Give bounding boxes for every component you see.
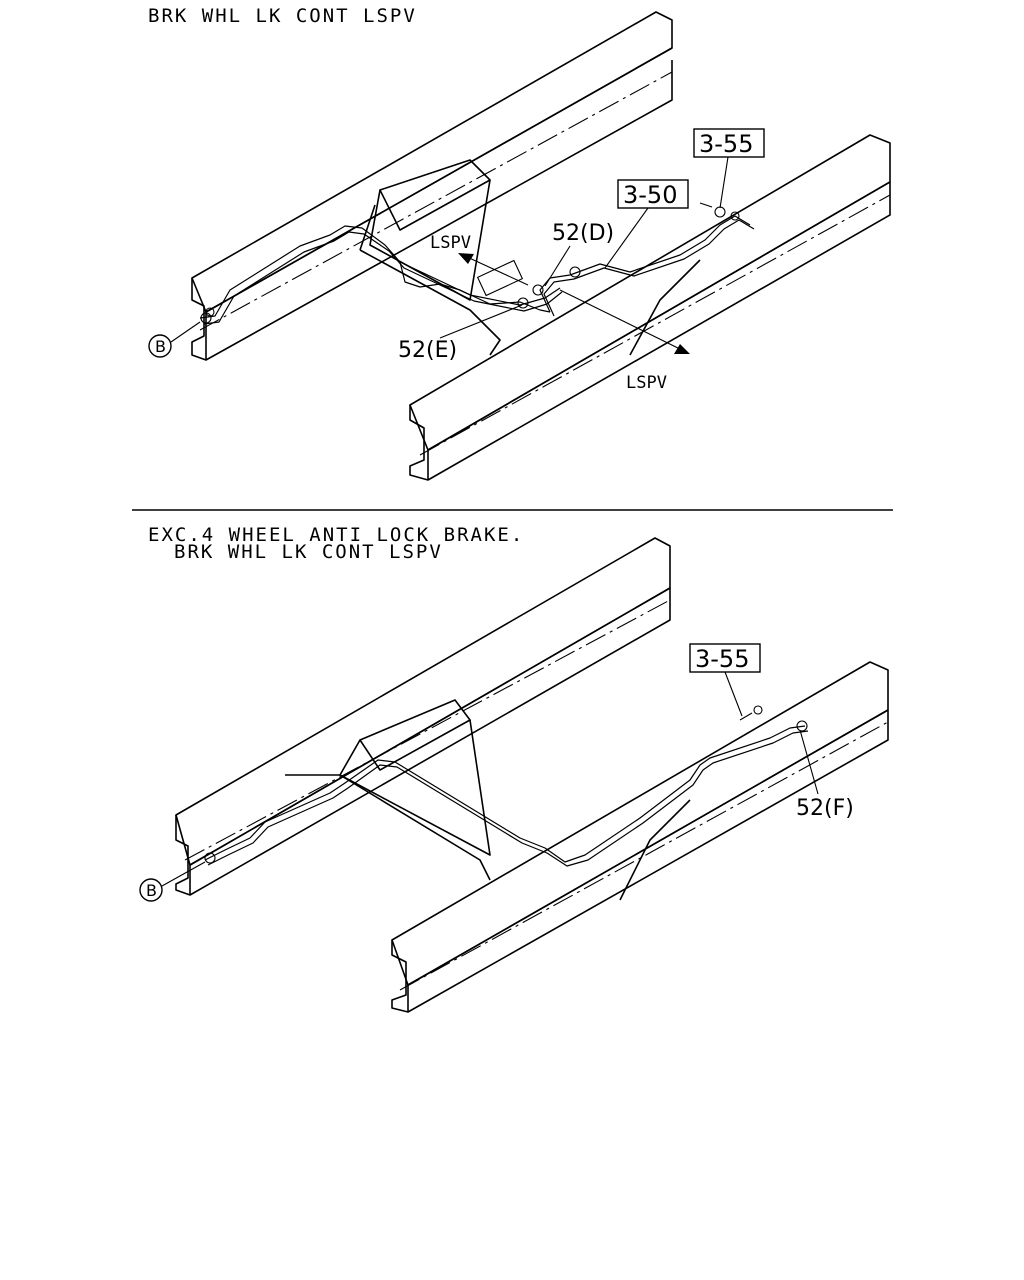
top-frame-rail-upper (191, 11, 673, 361)
top-cross-member (359, 159, 501, 356)
bottom-cross-member (285, 699, 491, 881)
top-lspv-arrows: LSPV LSPV (430, 233, 690, 393)
top-ref-3-55-text: 3-55 (699, 130, 753, 158)
callout-52e-text: 52(E) (398, 338, 457, 363)
lspv-upper-label: LSPV (430, 233, 471, 253)
bottom-frame-rail-lower (391, 661, 889, 1013)
top-ref-3-50-text: 3-50 (623, 181, 677, 209)
bottom-title-line2: BRK WHL LK CONT LSPV (174, 541, 443, 563)
callout-52f-text: 52(F) (796, 796, 854, 821)
bottom-ref-3-55-text: 3-55 (695, 645, 749, 673)
bottom-connector-b-text: B (146, 881, 157, 900)
bottom-brake-pipes (204, 705, 809, 867)
bottom-connector-b: B (139, 861, 206, 902)
top-connector-b-text: B (155, 337, 166, 356)
top-frame-rail-lower (409, 134, 891, 481)
top-brake-pipes (199, 202, 755, 325)
bottom-ref-3-55: 3-55 (689, 643, 761, 717)
top-callout-52e: 52(E) (398, 304, 523, 363)
top-section: BRK WHL LK CONT LSPV (148, 5, 891, 481)
bottom-frame-rail-upper (175, 537, 671, 896)
top-callout-52d: 52(D) (544, 221, 614, 287)
bottom-title-line1: EXC.4 WHEEL ANTI LOCK BRAKE. (148, 524, 524, 546)
callout-52d-text: 52(D) (552, 221, 614, 246)
top-ref-3-55: 3-55 (693, 128, 765, 209)
top-title: BRK WHL LK CONT LSPV (148, 5, 417, 27)
bottom-callout-52f: 52(F) (796, 729, 854, 821)
top-ref-3-50: 3-50 (604, 179, 689, 269)
lspv-lower-label: LSPV (626, 373, 667, 393)
bottom-section: EXC.4 WHEEL ANTI LOCK BRAKE. BRK WHL LK … (139, 524, 889, 1013)
top-connector-b: B (148, 321, 201, 358)
